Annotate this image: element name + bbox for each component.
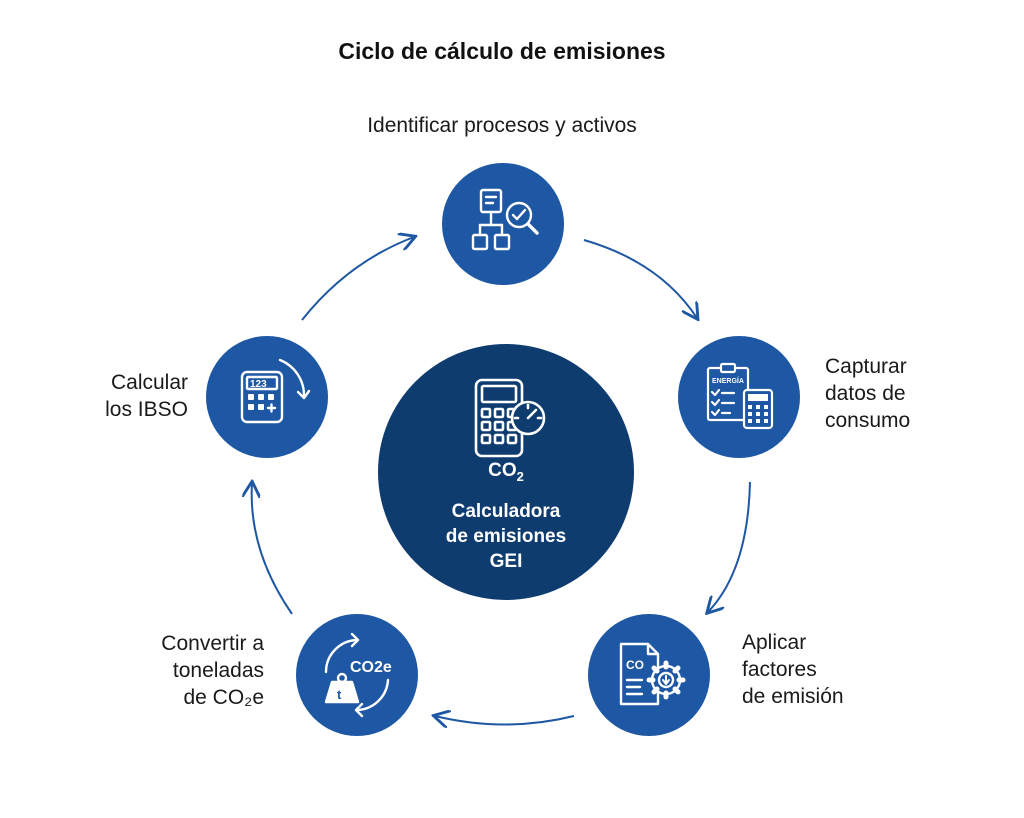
center-title: Calculadora de emisiones GEI [445,501,567,572]
co-badge-text: CO [626,658,644,672]
weight-letter: t [337,687,342,702]
step-label-calculate: Calcular los IBSO [105,371,188,421]
energy-badge-text: ENERGÍA [712,376,744,385]
step-label-identify: Identificar procesos y activos [367,114,637,137]
step-label-convert: Convertir a toneladas de CO₂e [161,632,264,709]
co2-formula: CO2 [488,460,524,484]
arrow-step1-to-step2 [583,239,697,318]
diagram-title: Ciclo de cálculo de emisiones [338,38,666,64]
step-label-apply: Aplicar factores de emisión [742,631,844,708]
calculator-gauge-icon [474,378,546,458]
arrow-step3-to-step4 [435,716,575,725]
step-node-convert: CO2e t [296,614,418,736]
co2e-badge-text: CO2e [350,659,392,676]
step-label-capture: Capturar datos de consumo [825,355,911,432]
co2e-weight-cycle-icon: CO2e t [324,632,392,718]
energy-checklist-calculator-icon: ENERGÍA [706,362,774,430]
step-node-capture: ENERGÍA [678,336,800,458]
step-node-apply: CO [588,614,710,736]
arrow-step2-to-step3 [708,481,751,612]
center-calculator: CO2 Calculadora de emisiones GEI [378,344,634,600]
co-document-gear-icon: CO [619,642,686,706]
step-node-calculate: 123 [206,336,328,458]
arrow-step5-to-step1 [301,237,414,321]
calculator-cycle-icon: 123 [240,358,311,424]
flowchart-search-icon [471,188,539,251]
step-node-identify [442,163,564,285]
arrow-step4-to-step5 [252,483,293,615]
calculator-display-text: 123 [250,379,267,390]
